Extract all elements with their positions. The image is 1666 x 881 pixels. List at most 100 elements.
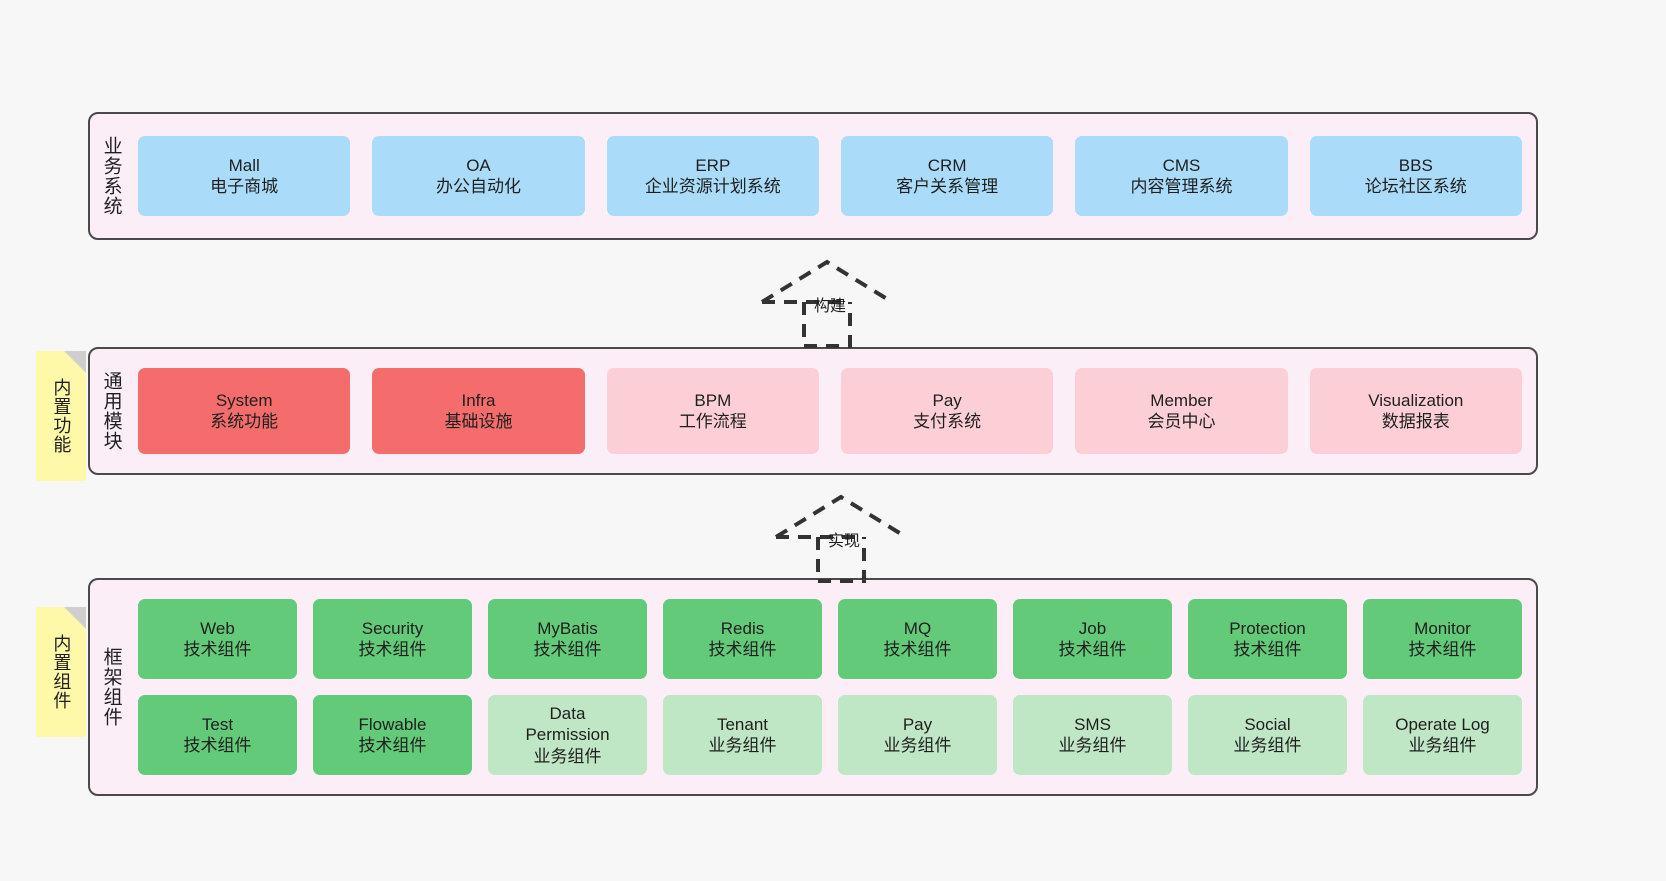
- box-subtitle: 电子商城: [210, 177, 279, 196]
- box-sms[interactable]: SMS 业务组件: [1013, 695, 1172, 775]
- layer-body-common-modules: System 系统功能 Infra 基础设施 BPM 工作流程 Pay 支付系统…: [132, 349, 1536, 473]
- box-subtitle: 论坛社区系统: [1364, 177, 1467, 196]
- note-builtin-components[interactable]: 内置组件: [36, 607, 86, 737]
- box-title: MQ: [903, 618, 932, 638]
- box-title: Test: [201, 714, 234, 734]
- box-title: Web: [200, 618, 235, 638]
- box-mall[interactable]: Mall 电子商城: [138, 136, 351, 216]
- layer-framework-components[interactable]: 框架组件 Web 技术组件 Security 技术组件 MyBatis 技术组件…: [88, 578, 1538, 796]
- box-redis[interactable]: Redis 技术组件: [663, 599, 822, 679]
- box-subtitle: 技术组件: [358, 640, 427, 659]
- connector-label-build: 构建: [814, 298, 847, 315]
- box-subtitle: 业务组件: [1233, 736, 1302, 755]
- layer-title-framework-components: 框架组件: [100, 647, 122, 727]
- box-title: Mall: [228, 155, 260, 175]
- box-title: System: [215, 390, 273, 410]
- box-web[interactable]: Web 技术组件: [138, 599, 297, 679]
- box-bbs[interactable]: BBS 论坛社区系统: [1309, 136, 1522, 216]
- connector-label-implement: 实现: [828, 533, 861, 550]
- box-operate-log[interactable]: Operate Log 业务组件: [1363, 695, 1522, 775]
- box-member[interactable]: Member 会员中心: [1075, 368, 1288, 454]
- box-data-permission[interactable]: Data Permission 业务组件: [488, 695, 647, 775]
- box-title: BBS: [1398, 155, 1433, 175]
- box-title: Pay: [932, 390, 962, 410]
- box-mq[interactable]: MQ 技术组件: [838, 599, 997, 679]
- box-title: Data Permission: [525, 704, 610, 745]
- box-title: Tenant: [716, 714, 769, 734]
- box-crm[interactable]: CRM 客户关系管理: [840, 136, 1054, 216]
- box-row: Test 技术组件 Flowable 技术组件 Data Permission …: [138, 695, 1522, 775]
- box-subtitle: 客户关系管理: [896, 177, 999, 196]
- box-title: Operate Log: [1395, 714, 1490, 734]
- box-subtitle: 技术组件: [1408, 640, 1477, 659]
- box-infra[interactable]: Infra 基础设施: [372, 368, 585, 454]
- box-subtitle: 业务组件: [1058, 736, 1127, 755]
- box-title: Job: [1078, 618, 1107, 638]
- box-title: Member: [1150, 390, 1213, 410]
- box-mybatis[interactable]: MyBatis 技术组件: [488, 599, 647, 679]
- box-title: Pay: [902, 714, 933, 734]
- layer-body-framework-components: Web 技术组件 Security 技术组件 MyBatis 技术组件 Redi…: [132, 580, 1536, 794]
- box-monitor[interactable]: Monitor 技术组件: [1363, 599, 1522, 679]
- box-title: ERP: [695, 155, 731, 175]
- note-label: 内置功能: [51, 378, 72, 454]
- layer-title-business-systems: 业务系统: [100, 136, 122, 216]
- box-social[interactable]: Social 业务组件: [1188, 695, 1347, 775]
- box-title: Monitor: [1414, 618, 1471, 638]
- box-title: Infra: [461, 390, 496, 410]
- box-subtitle: 技术组件: [1233, 640, 1302, 659]
- box-title: Visualization: [1368, 390, 1464, 410]
- layer-title-common-modules: 通用模块: [100, 371, 122, 451]
- box-subtitle: 内容管理系统: [1130, 177, 1233, 196]
- layer-common-modules[interactable]: 通用模块 System 系统功能 Infra 基础设施 BPM 工作流程 Pay…: [88, 347, 1538, 475]
- box-subtitle: 业务组件: [1408, 736, 1477, 755]
- box-title: SMS: [1074, 714, 1111, 734]
- box-oa[interactable]: OA 办公自动化: [372, 136, 585, 216]
- box-subtitle: 工作流程: [678, 412, 747, 431]
- box-title: BPM: [694, 390, 732, 410]
- box-tenant[interactable]: Tenant 业务组件: [663, 695, 822, 775]
- box-title: Protection: [1229, 618, 1306, 638]
- box-subtitle: 技术组件: [883, 640, 952, 659]
- box-subtitle: 技术组件: [358, 736, 427, 755]
- note-builtin-features[interactable]: 内置功能: [36, 351, 86, 481]
- box-subtitle: 业务组件: [533, 746, 602, 766]
- box-title: Security: [361, 618, 424, 638]
- note-fold-corner-icon: [64, 351, 86, 373]
- box-pay-module[interactable]: Pay 支付系统: [840, 368, 1054, 454]
- box-row: Mall 电子商城 OA 办公自动化 ERP 企业资源计划系统 CRM 客户关系…: [138, 136, 1522, 216]
- box-subtitle: 技术组件: [183, 640, 252, 659]
- box-cms[interactable]: CMS 内容管理系统: [1075, 136, 1288, 216]
- box-subtitle: 会员中心: [1147, 412, 1216, 431]
- box-flowable[interactable]: Flowable 技术组件: [313, 695, 472, 775]
- box-subtitle: 技术组件: [183, 736, 252, 755]
- connector-implement: 实现: [766, 491, 916, 583]
- box-protection[interactable]: Protection 技术组件: [1188, 599, 1347, 679]
- box-bpm[interactable]: BPM 工作流程: [606, 368, 819, 454]
- box-erp[interactable]: ERP 企业资源计划系统: [606, 136, 819, 216]
- box-subtitle: 系统功能: [210, 412, 279, 431]
- box-subtitle: 数据报表: [1381, 412, 1450, 431]
- box-security[interactable]: Security 技术组件: [313, 599, 472, 679]
- box-subtitle: 技术组件: [533, 640, 602, 659]
- box-subtitle: 办公自动化: [435, 177, 521, 196]
- box-test[interactable]: Test 技术组件: [138, 695, 297, 775]
- box-subtitle: 业务组件: [883, 736, 952, 755]
- box-pay-component[interactable]: Pay 业务组件: [838, 695, 997, 775]
- box-title: OA: [466, 155, 491, 175]
- box-subtitle: 基础设施: [444, 412, 513, 431]
- layer-body-business-systems: Mall 电子商城 OA 办公自动化 ERP 企业资源计划系统 CRM 客户关系…: [132, 114, 1536, 238]
- box-title: CMS: [1162, 155, 1201, 175]
- box-title: CRM: [927, 155, 967, 175]
- connector-build: 构建: [752, 256, 902, 348]
- box-row: System 系统功能 Infra 基础设施 BPM 工作流程 Pay 支付系统…: [138, 368, 1522, 454]
- layer-business-systems[interactable]: 业务系统 Mall 电子商城 OA 办公自动化 ERP 企业资源计划系统 CRM…: [88, 112, 1538, 240]
- box-subtitle: 业务组件: [708, 736, 777, 755]
- box-subtitle: 技术组件: [1058, 640, 1127, 659]
- box-subtitle: 支付系统: [913, 412, 982, 431]
- box-system[interactable]: System 系统功能: [138, 368, 351, 454]
- box-job[interactable]: Job 技术组件: [1013, 599, 1172, 679]
- box-subtitle: 技术组件: [708, 640, 777, 659]
- box-visualization[interactable]: Visualization 数据报表: [1309, 368, 1522, 454]
- note-label: 内置组件: [51, 634, 72, 710]
